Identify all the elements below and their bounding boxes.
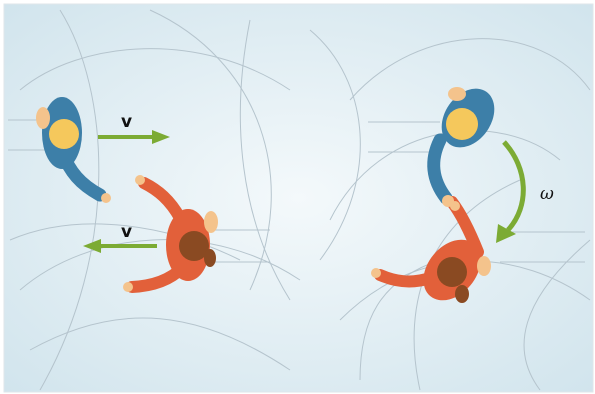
velocity-label-bottom: v (121, 222, 132, 242)
velocity-label-top: v (121, 112, 132, 132)
angular-velocity-label: ω (540, 184, 554, 204)
